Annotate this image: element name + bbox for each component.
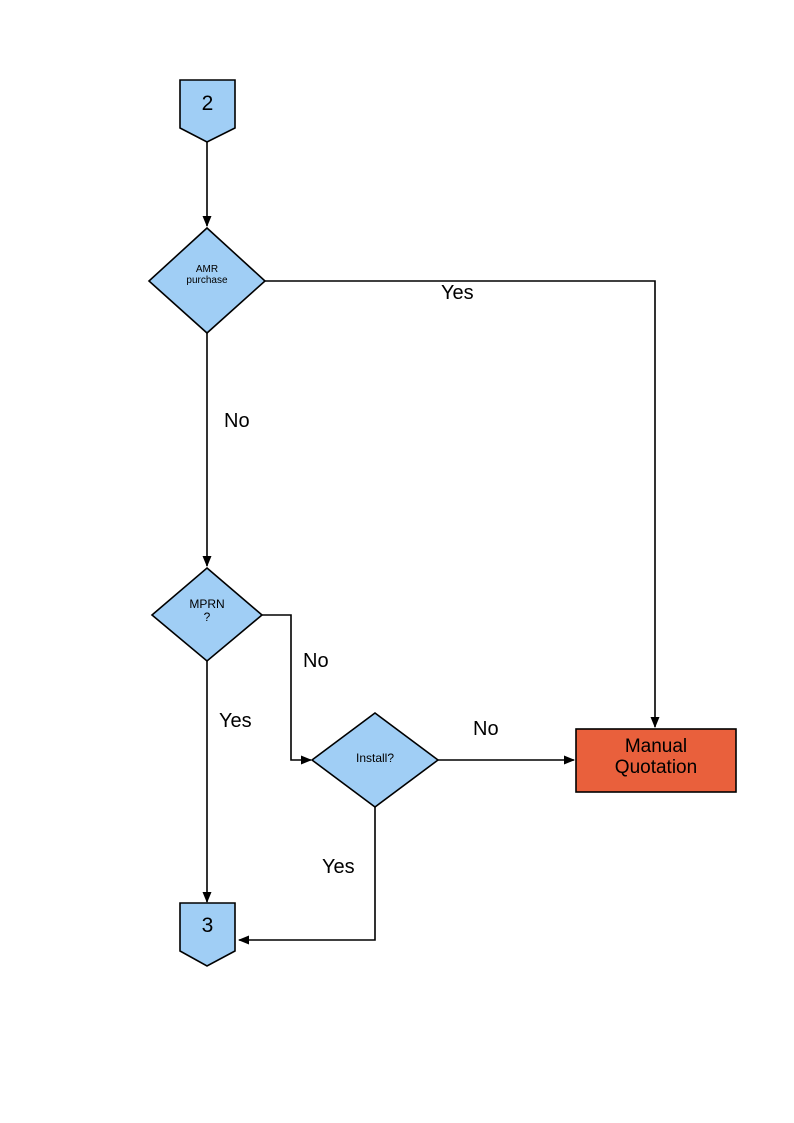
connector-2-shape[interactable] xyxy=(179,79,236,143)
edge-mprn-no xyxy=(262,614,312,765)
edge-label-amr-yes: Yes xyxy=(441,282,474,304)
edge-label-mprn-yes: Yes xyxy=(219,710,252,732)
process-manual-quotation-shape[interactable] xyxy=(575,728,737,793)
edge-install-yes xyxy=(238,805,376,945)
decision-mprn-shape[interactable] xyxy=(150,566,264,663)
decision-install-shape[interactable] xyxy=(310,712,440,808)
connector-3-shape[interactable] xyxy=(179,902,236,967)
edge-label-mprn-no: No xyxy=(303,650,329,672)
edge-label-amr-no: No xyxy=(224,410,250,432)
edge-label-install-yes: Yes xyxy=(322,856,355,878)
edge-label-install-no: No xyxy=(473,718,499,740)
edge-amr-yes xyxy=(265,280,660,728)
decision-amr-purchase-shape[interactable] xyxy=(147,226,267,335)
